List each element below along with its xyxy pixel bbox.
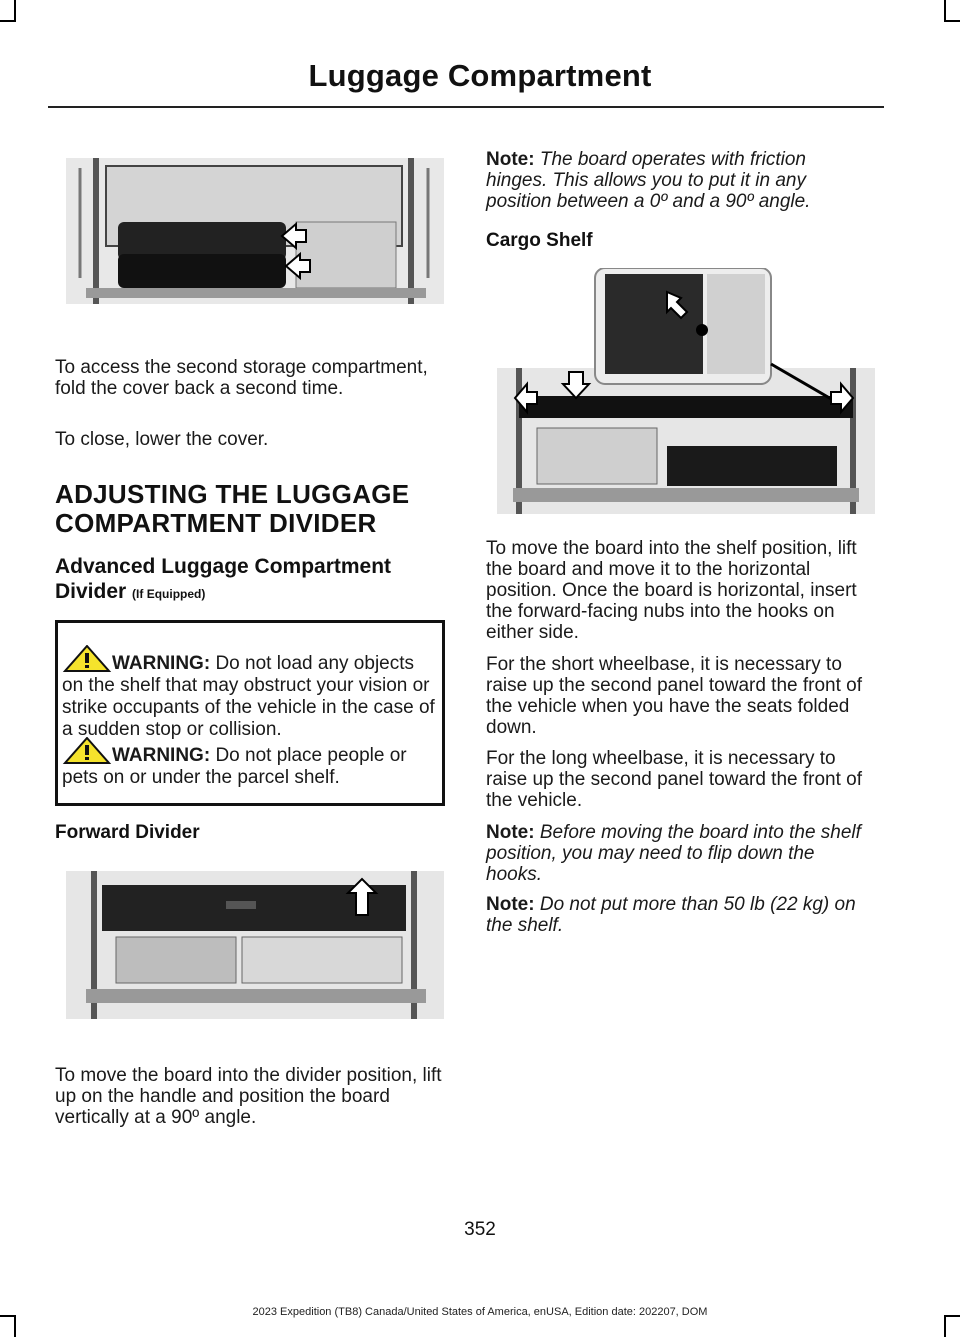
if-equipped-label: (If Equipped) — [132, 587, 206, 601]
topic-heading: Cargo Shelf — [486, 230, 593, 251]
crop-mark — [944, 1315, 960, 1317]
subsection-heading: Divider (If Equipped) — [55, 580, 205, 606]
subsection-heading: Advanced Luggage Compartment — [55, 555, 391, 578]
warning-text: Do not place people or pets on or under … — [62, 745, 407, 788]
note: Note: Before moving the board into the s… — [486, 822, 866, 885]
page-title: Luggage Compartment — [308, 58, 652, 93]
subsection-heading-line2: Divider — [55, 580, 127, 603]
note-text: Do not put more than 50 lb (22 kg) on th… — [486, 894, 856, 936]
warning-item: WARNING: Do not load any objects on the … — [62, 644, 436, 741]
warning-text: Do not load any objects on the shelf tha… — [62, 653, 435, 740]
section-heading: COMPARTMENT DIVIDER — [55, 508, 377, 538]
crop-mark — [0, 20, 16, 22]
paragraph: To move the board into the divider posit… — [55, 1065, 442, 1128]
storage-compartment-illustration — [66, 158, 444, 304]
note: Note: Do not put more than 50 lb (22 kg)… — [486, 894, 866, 936]
topic-heading: Forward Divider — [55, 822, 200, 843]
paragraph: To access the second storage compartment… — [55, 357, 428, 399]
note-label: Note: — [486, 149, 535, 170]
warning-box: WARNING: Do not load any objects on the … — [55, 620, 445, 806]
page-number: 352 — [464, 1219, 496, 1240]
crop-mark — [944, 20, 960, 22]
crop-mark — [14, 1317, 16, 1337]
section-heading: ADJUSTING THE LUGGAGE — [55, 479, 410, 509]
note-label: Note: — [486, 822, 535, 843]
warning-label: WARNING: — [112, 745, 211, 766]
paragraph: To move the board into the shelf positio… — [486, 538, 857, 643]
subsection-heading-line1: Advanced Luggage Compartment — [55, 555, 392, 578]
note-text: The board operates with friction hinges.… — [486, 149, 811, 212]
warning-item: WARNING: Do not place people or pets on … — [62, 736, 436, 789]
note-label: Note: — [486, 894, 535, 915]
warning-triangle-icon — [62, 644, 112, 672]
note-text: Before moving the board into the shelf p… — [486, 822, 861, 885]
note: Note: The board operates with friction h… — [486, 149, 856, 212]
crop-mark — [14, 0, 16, 20]
paragraph: To close, lower the cover. — [55, 429, 269, 450]
crop-mark — [0, 1315, 16, 1317]
header-divider — [48, 106, 884, 108]
paragraph: For the short wheelbase, it is necessary… — [486, 654, 863, 738]
edition-footer: 2023 Expedition (TB8) Canada/United Stat… — [252, 1306, 708, 1318]
warning-label: WARNING: — [112, 653, 211, 674]
crop-mark — [944, 0, 946, 20]
forward-divider-illustration — [66, 871, 444, 1019]
crop-mark — [944, 1317, 946, 1337]
cargo-shelf-illustration — [497, 268, 875, 514]
paragraph: For the long wheelbase, it is necessary … — [486, 748, 863, 811]
warning-triangle-icon — [62, 736, 112, 764]
